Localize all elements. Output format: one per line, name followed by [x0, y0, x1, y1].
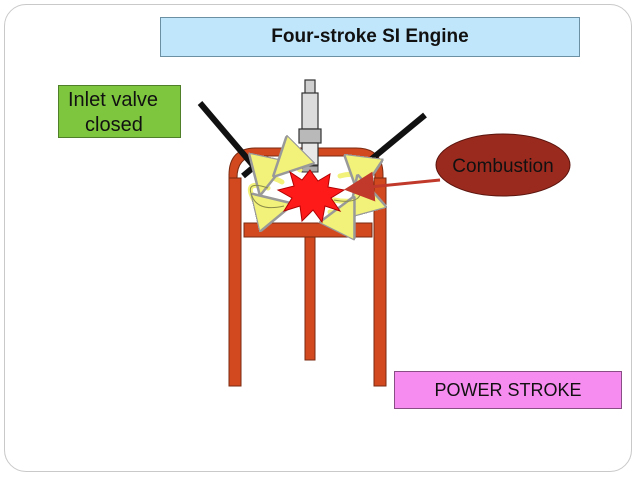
inlet-valve [197, 101, 260, 172]
cylinder-left-wall [228, 177, 242, 387]
combustion-pointer-arrow [344, 171, 441, 202]
connecting-rod [304, 236, 316, 361]
cylinder-right-wall [373, 177, 387, 387]
stroke-label: POWER STROKE [434, 379, 582, 400]
combustion-flash [276, 169, 346, 224]
stroke-label-box: POWER STROKE [394, 371, 622, 409]
piston-crown [243, 222, 373, 238]
combustion-callout [435, 133, 571, 197]
inlet-label-line1: Inlet valve [68, 89, 159, 111]
spark-plug [298, 79, 322, 173]
diagram-title: Four-stroke SI Engine [271, 26, 469, 47]
inlet-valve-label-box: Inlet valve closed [58, 85, 181, 138]
title-banner: Four-stroke SI Engine [160, 17, 580, 57]
combustion-label: Combustion [452, 156, 554, 177]
inlet-label-line2: closed [85, 114, 143, 136]
exhaust-valve [360, 112, 427, 170]
